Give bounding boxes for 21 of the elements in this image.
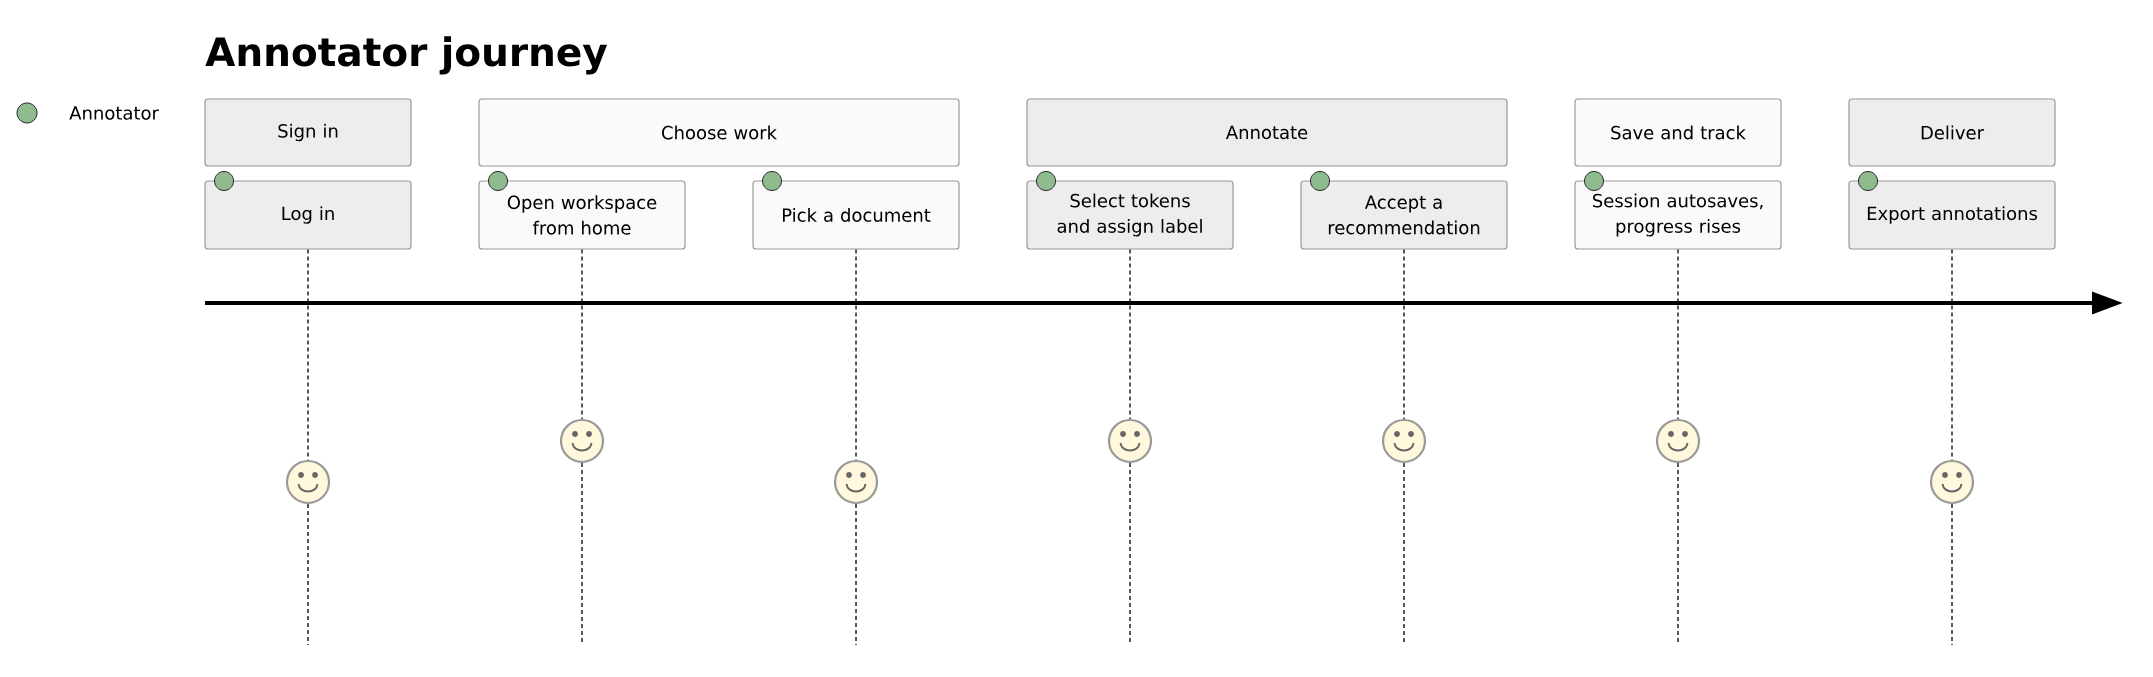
stage-box: Choose work — [478, 98, 960, 167]
stage-box: Deliver — [1848, 98, 2056, 167]
smiley-icon — [833, 459, 879, 505]
stage-box: Save and track — [1574, 98, 1782, 167]
task-box: Export annotations — [1848, 180, 2056, 250]
task-box: Accept a recommendation — [1300, 180, 1508, 250]
task-box: Pick a document — [752, 180, 960, 250]
stage-box: Sign in — [204, 98, 412, 167]
smiley-icon — [559, 418, 605, 464]
task-box: Log in — [204, 180, 412, 250]
legend-label: Annotator — [69, 106, 159, 120]
smiley-icon — [1655, 418, 1701, 464]
task-box: Session autosaves, progress rises — [1574, 180, 1782, 250]
title: Annotator journey — [205, 36, 607, 75]
smiley-icon — [1107, 418, 1153, 464]
stage-box: Annotate — [1026, 98, 1508, 167]
task-box: Open workspace from home — [478, 180, 686, 250]
smiley-icon — [1381, 418, 1427, 464]
smiley-icon — [285, 459, 331, 505]
task-box: Select tokens and assign label — [1026, 180, 1234, 250]
smiley-icon — [1929, 459, 1975, 505]
